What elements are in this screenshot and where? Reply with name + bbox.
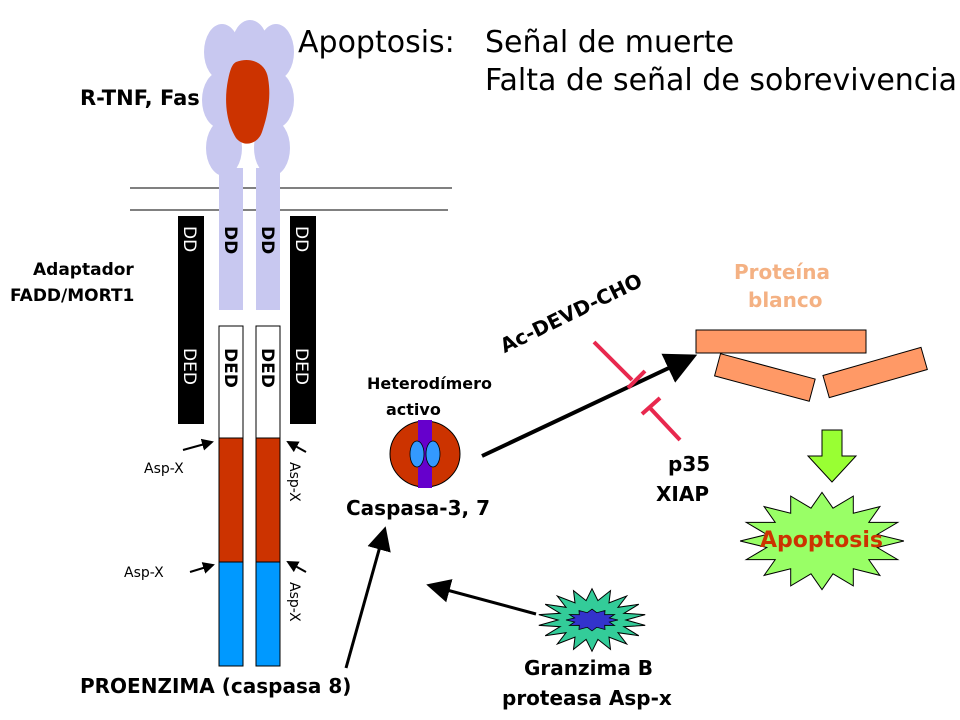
granzyme-arrow	[426, 579, 537, 616]
asp-x-label-right-lower: Asp-X	[286, 582, 302, 622]
caspase-to-target-arrow	[481, 353, 698, 458]
adaptor-label-line-2: FADD/MORT1	[10, 286, 135, 306]
dd-label-right: DD	[291, 226, 311, 253]
target-protein-fragment-right	[822, 346, 928, 399]
ded-label-inner-right: DED	[257, 348, 277, 388]
ded-label-left: DED	[179, 348, 199, 385]
heterodimer-label-line-2: activo	[386, 400, 441, 419]
proenzyme-label: PROENZIMA (caspasa 8)	[80, 674, 352, 698]
ded-label-inner-left: DED	[220, 348, 240, 388]
heterodimer-label-line-1: Heterodímero	[367, 374, 492, 393]
ded-label-right: DED	[291, 348, 311, 385]
inhibition-symbol-lower	[640, 396, 682, 442]
adaptor-left-bar	[178, 216, 204, 424]
tnf-fas-receptor	[202, 20, 294, 310]
granzyme-b-core	[565, 608, 619, 632]
granzyme-label-line-2: proteasa Asp-x	[502, 686, 672, 710]
viral-inhibitor-label-line-1: p35	[668, 452, 711, 476]
active-heterodimer	[389, 420, 461, 488]
granzyme-label-line-1: Granzima B	[524, 656, 654, 680]
ligand-core	[226, 59, 270, 144]
asp-x-label-right-upper: Asp-X	[286, 462, 302, 502]
cleavage-arrow-left-lower	[189, 562, 215, 574]
cleavage-arrow-right-upper	[286, 441, 307, 453]
inhibition-symbol-upper	[592, 340, 647, 390]
target-protein-intact	[695, 329, 867, 354]
dd-label-inner-right: DD	[257, 226, 277, 255]
target-label-line-1: Proteína	[734, 260, 830, 284]
viral-inhibitor-label-line-2: XIAP	[656, 482, 709, 506]
cleavage-arrow-right-lower	[286, 561, 307, 573]
activation-arrow	[344, 526, 391, 669]
title-line-2: Falta de señal de sobrevivencia	[485, 63, 958, 98]
adaptor-right-bar	[290, 216, 316, 424]
green-down-arrow	[806, 429, 858, 483]
asp-x-label-left-upper: Asp-X	[144, 461, 184, 477]
title-line-1: Señal de muerte	[485, 25, 735, 60]
title-prefix: Apoptosis:	[298, 25, 455, 60]
target-label-line-2: blanco	[748, 288, 823, 312]
caspase-label: Caspasa-3, 7	[346, 496, 490, 520]
cleavage-arrow-left-upper	[182, 438, 214, 451]
dd-label-left: DD	[179, 226, 199, 253]
apoptosis-outcome-label: Apoptosis	[760, 528, 883, 553]
apoptosis-burst	[739, 491, 905, 591]
proenzyme-caspase-8	[218, 325, 281, 667]
receptor-label: R-TNF, Fas	[80, 86, 200, 110]
adaptor-label-line-1: Adaptador	[33, 260, 134, 280]
target-protein-fragment-left	[713, 353, 816, 402]
dd-label-inner-left: DD	[220, 226, 240, 255]
asp-x-label-left-lower: Asp-X	[124, 565, 164, 581]
